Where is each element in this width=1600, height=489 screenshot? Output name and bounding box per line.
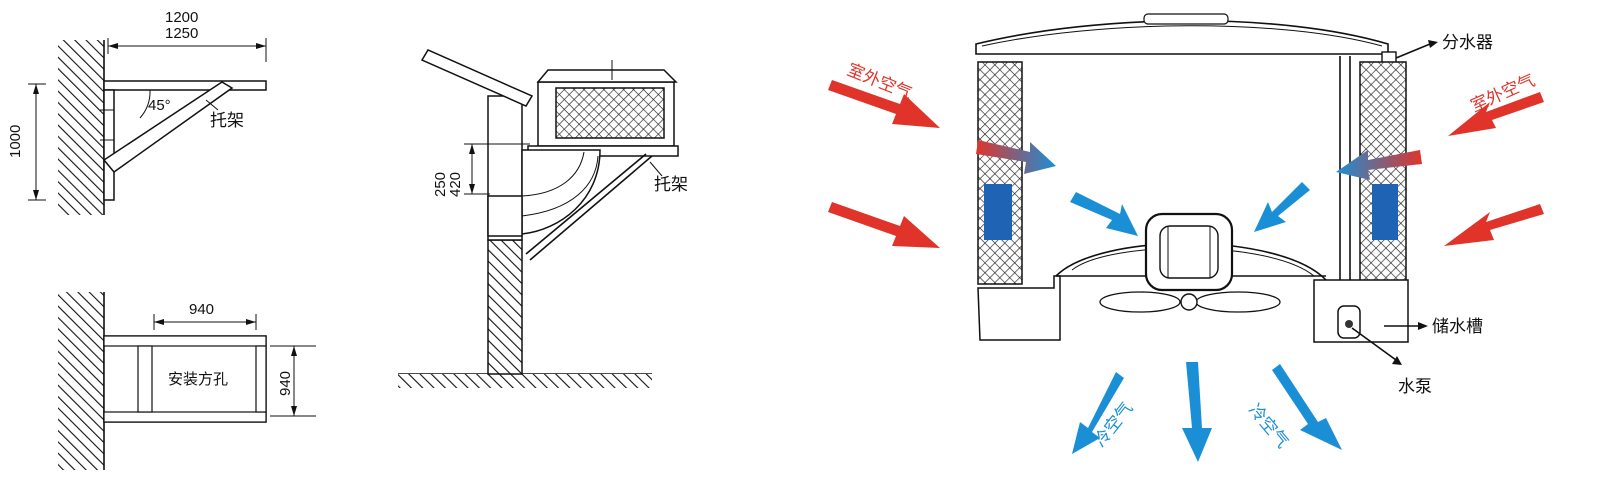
hot-arrow-left-top xyxy=(828,80,940,128)
bracket-frame xyxy=(103,335,267,423)
wall-pillar xyxy=(487,239,523,375)
wall-hatch-2 xyxy=(58,292,104,470)
reservoir-label: 储水槽 xyxy=(1432,317,1483,337)
hole-label: 安装方孔 xyxy=(168,370,228,388)
cool-air-left-label: 冷空气 xyxy=(1090,399,1137,452)
hot-arrow-right-bottom xyxy=(1444,204,1544,246)
duct-elbow xyxy=(521,149,601,235)
cool-arrow-down-center xyxy=(1182,362,1212,462)
wall-hatch xyxy=(58,40,104,215)
dim-1250: 1250 xyxy=(165,25,198,42)
cool-arrow-down-left xyxy=(1072,372,1124,454)
bracket-arm xyxy=(103,80,267,91)
left-basin xyxy=(977,275,1061,341)
distributor-label: 分水器 xyxy=(1442,33,1493,53)
right-pad-water xyxy=(1372,184,1398,240)
dim-1000: 1000 xyxy=(7,125,24,158)
cool-arrow-down-right xyxy=(1272,364,1342,450)
cooler-section: 室外空气 室外空气 分水器 储水槽 水泵 冷空气 冷空气 xyxy=(828,13,1544,462)
hot-arrow-right-top xyxy=(1448,92,1544,136)
left-pad-water xyxy=(984,184,1012,240)
bracket-label-side: 托架 xyxy=(210,111,244,131)
cool-arrow-inner-right xyxy=(1254,182,1310,232)
cooler-pad xyxy=(555,87,665,139)
fan-blade-left xyxy=(1099,291,1181,313)
right-basin xyxy=(1313,279,1409,343)
dim-940-width: 940 xyxy=(189,301,214,318)
bracket-brace xyxy=(102,81,234,174)
angle-label: 45° xyxy=(148,97,171,114)
hot-arrow-left-bottom xyxy=(828,202,940,248)
dim-940-height: 940 xyxy=(277,371,294,396)
mixed-arrow-right xyxy=(1336,150,1422,180)
dim-250: 250 xyxy=(432,172,449,197)
bracket-label-install: 托架 xyxy=(654,175,688,195)
bracket-post xyxy=(103,89,115,201)
left-pad xyxy=(977,61,1023,285)
dim-420: 420 xyxy=(447,172,464,197)
bracket-top-view: 安装方孔 940 940 xyxy=(58,292,316,470)
installation-view: 托架 250 420 xyxy=(398,49,688,388)
cooler-cap xyxy=(536,69,678,83)
bracket-side-view: 45° 托架 1200 1250 1000 xyxy=(7,9,267,215)
ground-hatch xyxy=(398,374,652,388)
pump-label: 水泵 xyxy=(1398,377,1432,397)
mixed-arrow-left xyxy=(976,140,1056,174)
cool-air-right-label: 冷空气 xyxy=(1244,400,1292,452)
fan-blade-right xyxy=(1195,291,1281,313)
dim-1200: 1200 xyxy=(165,9,198,26)
cool-arrow-inner-left xyxy=(1070,192,1138,236)
rain-cover xyxy=(420,49,534,107)
